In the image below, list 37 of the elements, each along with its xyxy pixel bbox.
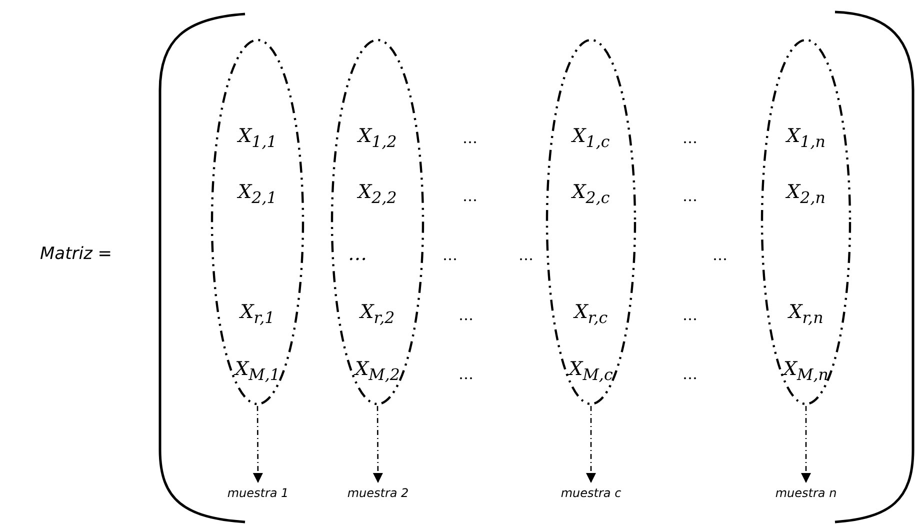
matrix-entry: X$_{M,2}$ bbox=[355, 358, 400, 384]
matrix-entry: X$_{1,n}$ bbox=[786, 125, 826, 151]
matrix-entry: X$_{M,n}$ bbox=[784, 358, 828, 384]
ellipsis: … bbox=[518, 246, 534, 264]
sample-label: muestra n bbox=[775, 486, 837, 500]
ellipsis: … bbox=[458, 306, 474, 324]
ellipsis: … bbox=[442, 246, 458, 264]
ellipsis: … bbox=[458, 365, 474, 383]
ellipsis: … bbox=[462, 187, 478, 205]
ellipsis: … bbox=[682, 306, 698, 324]
ellipsis: … bbox=[462, 129, 478, 147]
matrix-entry: X$_{1,c}$ bbox=[572, 125, 610, 151]
sample-label: muestra c bbox=[560, 486, 622, 500]
matrix-entry: … bbox=[348, 243, 367, 265]
sample-label: muestra 1 bbox=[227, 486, 289, 500]
ellipsis: … bbox=[682, 187, 698, 205]
matrix-entry: X$_{M,c}$ bbox=[569, 358, 613, 384]
ellipsis: … bbox=[682, 365, 698, 383]
arrow bbox=[372, 406, 383, 483]
matrix-entry: X$_{2,c}$ bbox=[572, 181, 610, 207]
matrix-entry: X$_{r,1}$ bbox=[240, 301, 275, 327]
arrow bbox=[586, 406, 596, 483]
matrix-entry: X$_{1,2}$ bbox=[358, 125, 397, 151]
matrix-entry: X$_{r,c}$ bbox=[574, 301, 608, 327]
matrix-entry: X$_{M,1}$ bbox=[235, 358, 280, 384]
arrow bbox=[252, 406, 263, 483]
matrix-entry: X$_{2,2}$ bbox=[358, 181, 397, 207]
matrix-entry: X$_{2,n}$ bbox=[786, 181, 826, 207]
matrix-entry: X$_{1,1}$ bbox=[238, 125, 277, 151]
matrix-entry: X$_{r,2}$ bbox=[360, 301, 395, 327]
arrow bbox=[801, 406, 811, 483]
matrix-label: Matriz = bbox=[40, 244, 112, 264]
sample-label: muestra 2 bbox=[347, 486, 409, 500]
matrix-entry: X$_{r,n}$ bbox=[788, 301, 824, 327]
ellipsis: … bbox=[682, 129, 698, 147]
matrix-entry: X$_{2,1}$ bbox=[238, 181, 277, 207]
ellipsis: … bbox=[712, 246, 728, 264]
